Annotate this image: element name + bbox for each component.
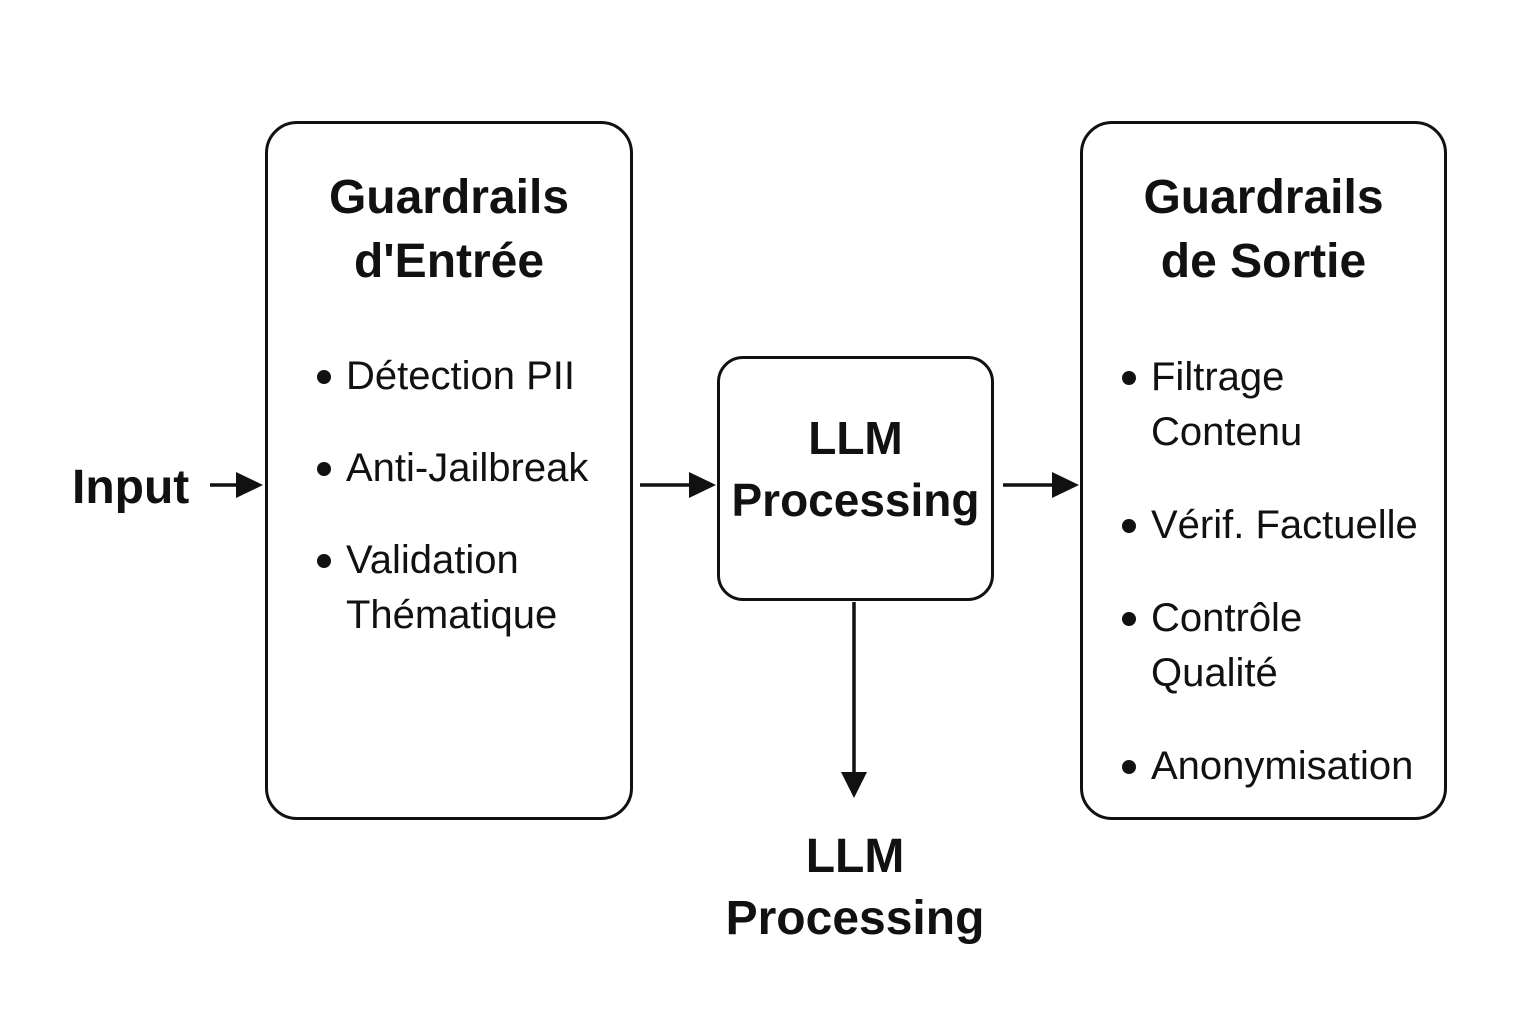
output-guardrails-box: Guardrails de Sortie Filtrage Contenu Vé… [1080,121,1447,820]
input-guardrails-box: Guardrails d'Entrée Détection PII Anti-J… [265,121,633,820]
list-item-anti-jailbreak: Anti-Jailbreak [314,441,634,496]
list-item-pii-detection: Détection PII [314,349,634,404]
input-label: Input [72,461,190,514]
list-item-anonymization: Anonymisation [1119,739,1445,794]
llm-processing-box: LLM Processing [717,356,994,601]
llm-processing-title: LLM Processing [731,412,980,526]
arrow-input-to-guardrails [210,472,263,498]
arrow-llm-down [841,602,867,798]
input-guardrails-title: Guardrails d'Entrée [328,171,570,288]
output-guardrails-title: Guardrails de Sortie [1143,171,1384,288]
llm-output-label: LLM Processing [725,830,985,945]
list-item-quality-control: Contrôle Qualité [1119,591,1445,701]
output-guardrails-list: Filtrage Contenu Vérif. Factuelle Contrô… [1119,350,1445,832]
arrow-guardrails-to-llm [640,472,716,498]
list-item-thematic-validation: Validation Thématique [314,533,634,643]
arrow-llm-to-output-guardrails [1003,472,1079,498]
list-item-fact-check: Vérif. Factuelle [1119,498,1445,553]
list-item-content-filtering: Filtrage Contenu [1119,350,1445,460]
input-guardrails-list: Détection PII Anti-Jailbreak Validation … [314,349,634,680]
